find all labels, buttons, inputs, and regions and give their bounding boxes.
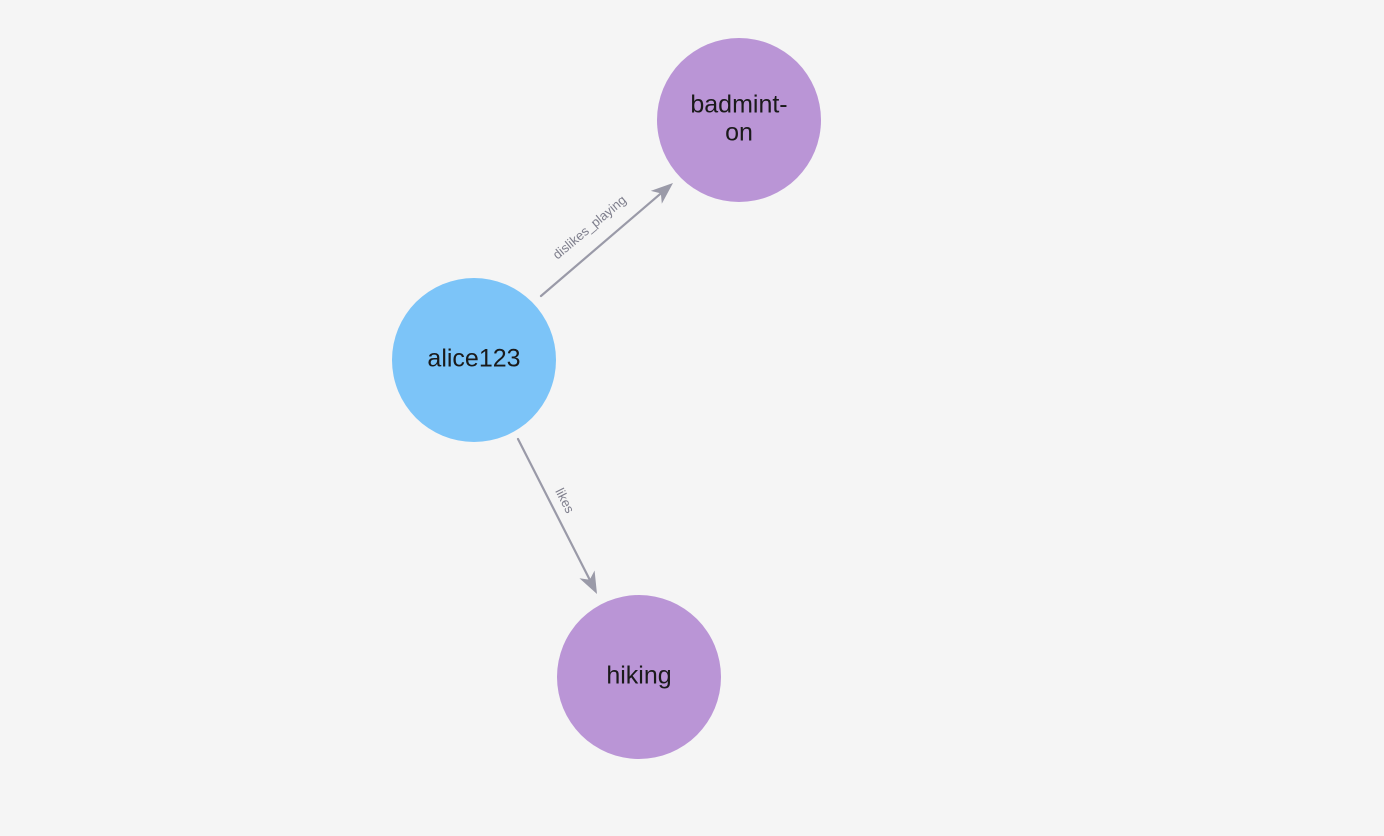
node-circle[interactable] [557,595,721,759]
edge-line [539,192,663,298]
edge-label: likes [552,486,577,516]
edge-line [516,437,591,581]
edge-label: dislikes_playing [550,192,629,262]
edge-dislikes-playing[interactable]: dislikes_playing [539,183,673,298]
edge-arrowhead-icon [650,183,673,204]
graph-node-alice123[interactable]: alice123 [392,278,556,442]
graph-node-hiking[interactable]: hiking [557,595,721,759]
node-circle[interactable] [657,38,821,202]
edge-arrowhead-icon [579,570,597,594]
graph-node-badminton[interactable]: badmint-on [657,38,821,202]
edge-likes[interactable]: likes [516,437,597,594]
node-circle[interactable] [392,278,556,442]
